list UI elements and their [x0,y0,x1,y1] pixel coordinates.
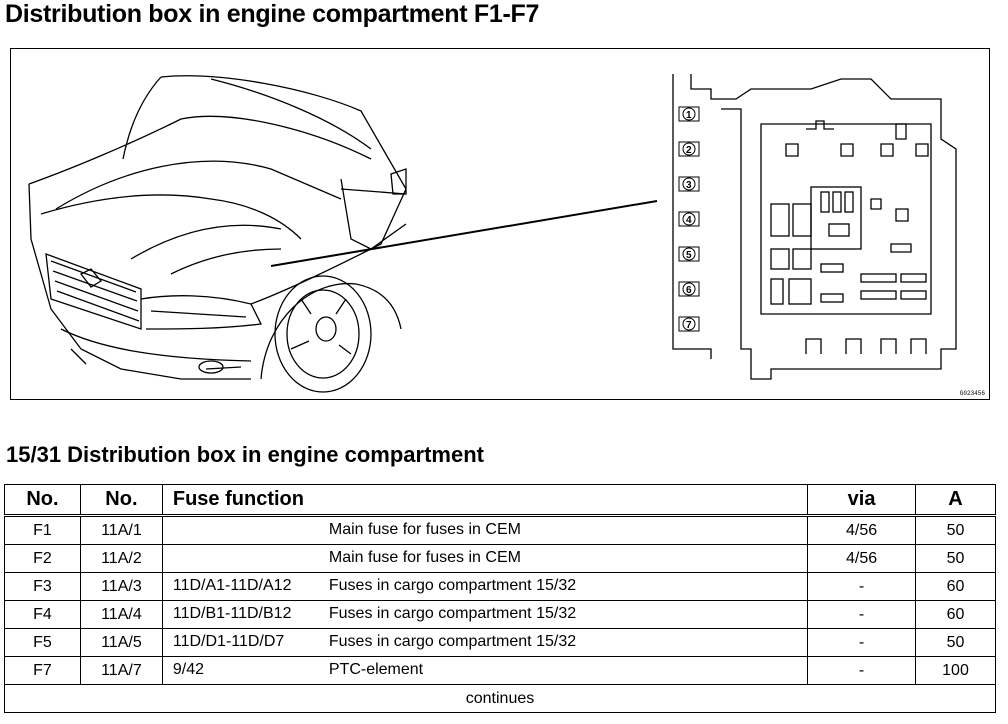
cell-amperage: 60 [915,572,996,601]
fuse-function-desc: Fuses in cargo compartment 15/32 [328,577,577,594]
cell-fuse-function: 11D/D1-11D/D7 Fuses in cargo compartment … [161,628,809,657]
cell-via: - [807,572,917,601]
page-title: Distribution box in engine compartment F… [5,0,540,28]
cell-amperage: 60 [915,600,996,629]
svg-text:7: 7 [686,320,692,331]
fuse-label-7: 7 [678,316,700,332]
section-title: 15/31 Distribution box in engine compart… [6,442,484,467]
column-header-no: No. [4,484,81,517]
cell-via: - [807,600,917,629]
table-row: F4 11A/4 11D/B1-11D/B12 Fuses in cargo co… [4,600,996,629]
cell-via: 4/56 [807,515,917,545]
table-row: F5 11A/5 11D/D1-11D/D7 Fuses in cargo com… [4,628,996,657]
leader-line [270,200,658,267]
cell-amperage: 100 [915,656,996,685]
cell-location-no: 11A/1 [79,515,163,545]
fuse-function-desc: Main fuse for fuses in CEM [328,521,521,538]
cell-fuse-no: F1 [4,515,81,545]
cell-location-no: 11A/7 [79,656,163,685]
continues-note: continues [4,684,996,713]
cell-fuse-function: Main fuse for fuses in CEM [161,515,809,545]
fuse-function-ref: 11D/A1-11D/A12 [172,577,292,594]
svg-text:4: 4 [686,215,692,226]
fuse-function-ref: 9/42 [172,661,205,678]
cell-fuse-no: F3 [4,572,81,601]
car-and-fusebox-illustration: 1 2 3 4 5 6 7 [28,74,957,393]
fusebox-drawing [672,74,957,380]
fuse-label-4: 4 [678,211,700,227]
svg-text:2: 2 [686,145,692,156]
cell-via: 4/56 [807,544,917,573]
table-header-row: No. No. Fuse function via A [4,484,996,517]
column-header-via: via [807,484,917,517]
fuse-label-2: 2 [678,141,700,157]
fuse-label-6: 6 [678,281,700,297]
fuse-function-ref: 11D/B1-11D/B12 [172,605,292,622]
cell-via: - [807,656,917,685]
fuse-number-labels: 1 2 3 4 5 6 7 [678,106,700,332]
cell-amperage: 50 [915,544,996,573]
svg-text:3: 3 [686,180,692,191]
table-row: F7 11A/7 9/42 PTC-element - 100 [4,656,996,685]
column-header-amperage: A [915,484,996,517]
fuse-function-desc: Fuses in cargo compartment 15/32 [328,605,577,622]
fuse-table: No. No. Fuse function via A F1 11A/1 Mai… [4,484,996,713]
fuse-label-3: 3 [678,176,700,192]
cell-fuse-no: F5 [4,628,81,657]
cell-fuse-function: 11D/A1-11D/A12 Fuses in cargo compartment… [161,572,809,601]
cell-amperage: 50 [915,515,996,545]
fuse-function-ref: 11D/D1-11D/D7 [172,633,285,650]
cell-fuse-function: 9/42 PTC-element [161,656,809,685]
table-footer-row: continues [4,684,996,713]
svg-text:1: 1 [686,110,692,121]
car-drawing [28,75,407,393]
fuse-label-5: 5 [678,246,700,262]
table-row: F1 11A/1 Main fuse for fuses in CEM 4/56… [4,515,996,545]
cell-fuse-no: F2 [4,544,81,573]
cell-amperage: 50 [915,628,996,657]
engine-compartment-figure: 1 2 3 4 5 6 7 G023456 [10,48,990,400]
fuse-label-1: 1 [678,106,700,122]
table-row: F3 11A/3 11D/A1-11D/A12 Fuses in cargo co… [4,572,996,601]
svg-text:5: 5 [686,250,692,261]
cell-fuse-function: 11D/B1-11D/B12 Fuses in cargo compartment… [161,600,809,629]
column-header-fuse-function: Fuse function [161,484,809,517]
cell-fuse-no: F4 [4,600,81,629]
cell-location-no: 11A/4 [79,600,163,629]
cell-via: - [807,628,917,657]
table-row: F2 11A/2 Main fuse for fuses in CEM 4/56… [4,544,996,573]
svg-text:6: 6 [686,285,692,296]
cell-location-no: 11A/3 [79,572,163,601]
figure-code: G023456 [959,390,985,397]
cell-fuse-no: F7 [4,656,81,685]
cell-location-no: 11A/2 [79,544,163,573]
cell-location-no: 11A/5 [79,628,163,657]
cell-fuse-function: Main fuse for fuses in CEM [161,544,809,573]
column-header-no-2: No. [79,484,163,517]
fuse-function-desc: Main fuse for fuses in CEM [328,549,521,566]
fuse-function-desc: Fuses in cargo compartment 15/32 [328,633,577,650]
fuse-function-desc: PTC-element [328,661,424,678]
